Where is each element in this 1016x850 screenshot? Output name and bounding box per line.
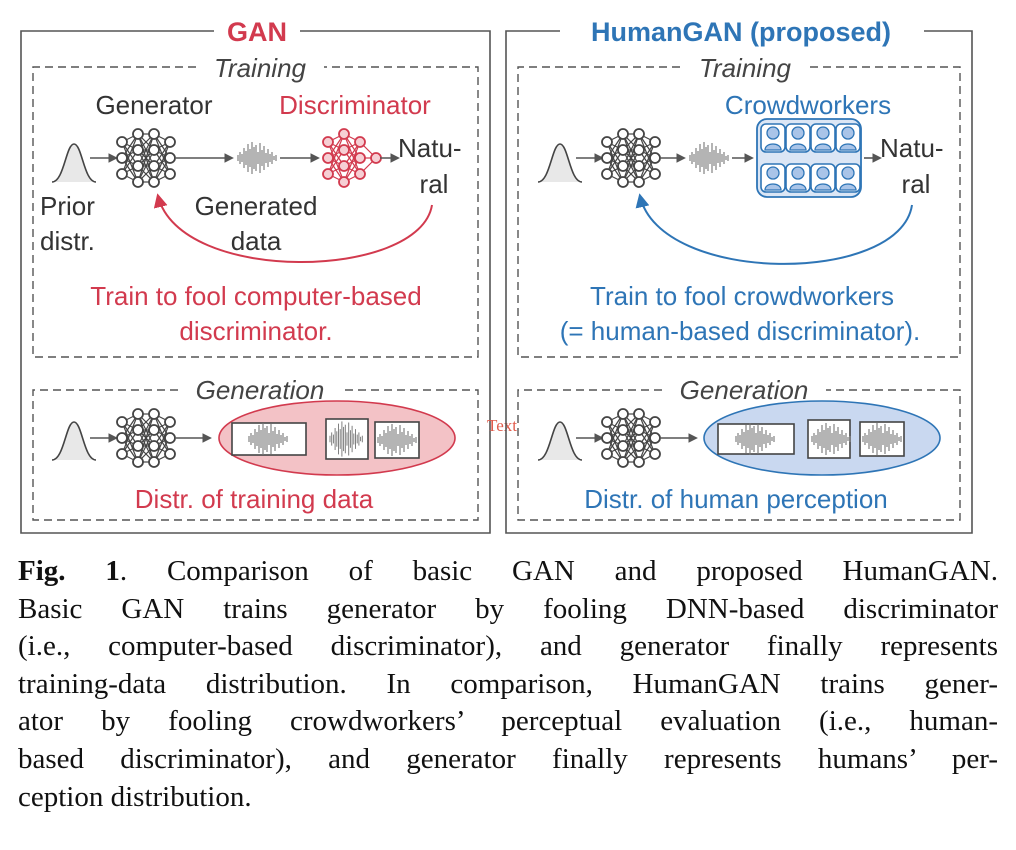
discriminator-network-icon: [322, 128, 382, 188]
caption-line: Basic GAN trains generator by fooling DN…: [18, 592, 998, 625]
generated-label-line2: data: [231, 226, 282, 256]
caption-lead: Fig. 1: [18, 555, 120, 587]
person-icon: [835, 163, 861, 193]
humangan-training-note-line1: Train to fool crowdworkers: [590, 281, 894, 311]
natural-label-line1: Natu-: [880, 133, 944, 163]
gan-training-note-line1: Train to fool computer-based: [90, 281, 421, 311]
humangan-generation-label: Generation: [680, 375, 809, 405]
prior-label-line1: Prior: [40, 191, 95, 221]
gan-training-note-line2: discriminator.: [179, 316, 332, 346]
generator-network-icon: [116, 128, 176, 188]
prior-distribution-icon: [51, 143, 97, 183]
person-icon: [785, 163, 811, 193]
prior-distribution-icon: [537, 143, 583, 183]
sample-box: [807, 419, 851, 459]
humangan-panel-title: HumanGAN (proposed): [591, 17, 891, 47]
sample-box: [231, 422, 307, 456]
gan-generation-label: Generation: [196, 375, 325, 405]
humangan-training-note-line2: (= human-based discriminator).: [560, 316, 921, 346]
prior-distribution-icon: [537, 421, 583, 461]
generator-network-icon: [116, 408, 176, 468]
prior-label-line2: distr.: [40, 226, 95, 256]
caption-line: ator by fooling crowdworkers’ perceptual…: [18, 705, 998, 738]
generated-label-line1: Generated: [195, 191, 318, 221]
person-icon: [760, 163, 786, 193]
discriminator-label: Discriminator: [279, 90, 431, 120]
caption-line: training-data distribution. In compariso…: [18, 667, 998, 700]
natural-label-line1: Natu-: [398, 133, 462, 163]
natural-label-line2: ral: [420, 169, 449, 199]
gan-generation-box: [32, 389, 479, 521]
humangan-training-box: [517, 66, 961, 358]
caption-line: based discriminator), and generator fina…: [18, 742, 998, 775]
gan-vs-humangan-diagram: GAN Training Generator Discriminator Nat…: [20, 17, 973, 534]
gan-training-label: Training: [214, 53, 307, 83]
feedback-arrow-icon: [153, 193, 433, 263]
person-icon: [810, 163, 836, 193]
caption-line: (i.e., computer-based discriminator), an…: [18, 630, 998, 663]
gan-panel-title: GAN: [227, 17, 287, 47]
gan-panel-border: [20, 30, 491, 534]
waveform-icon: [237, 141, 277, 175]
person-icon: [810, 123, 836, 153]
humangan-panel-border: [505, 30, 973, 534]
humangan-panel: HumanGAN (proposed) Training Crowdworker…: [505, 17, 973, 534]
caption-line: ception distribution.: [18, 780, 252, 813]
feedback-arrow-icon: [635, 193, 913, 265]
caption-line: . Comparison of basic GAN and proposed H…: [119, 555, 998, 587]
figure-caption: Fig. 1. Comparison of basic GAN and prop…: [18, 553, 998, 816]
prior-distribution-icon: [51, 421, 97, 461]
humangan-training-label: Training: [699, 53, 792, 83]
natural-label-line2: ral: [902, 169, 931, 199]
person-icon: [835, 123, 861, 153]
waveform-icon: [689, 141, 729, 175]
sample-box: [717, 423, 795, 455]
generator-network-icon: [601, 408, 661, 468]
gan-generation-note: Distr. of training data: [135, 484, 374, 514]
humangan-generation-box: [517, 389, 961, 521]
stray-text-label: Text: [487, 416, 517, 435]
crowdworkers-label: Crowdworkers: [725, 90, 891, 120]
humangan-generation-note: Distr. of human perception: [584, 484, 888, 514]
gan-training-box: [32, 66, 479, 358]
generator-label: Generator: [95, 90, 212, 120]
person-icon: [760, 123, 786, 153]
generator-network-icon: [601, 128, 661, 188]
person-icon: [785, 123, 811, 153]
gan-panel: GAN Training Generator Discriminator Nat…: [20, 17, 491, 534]
